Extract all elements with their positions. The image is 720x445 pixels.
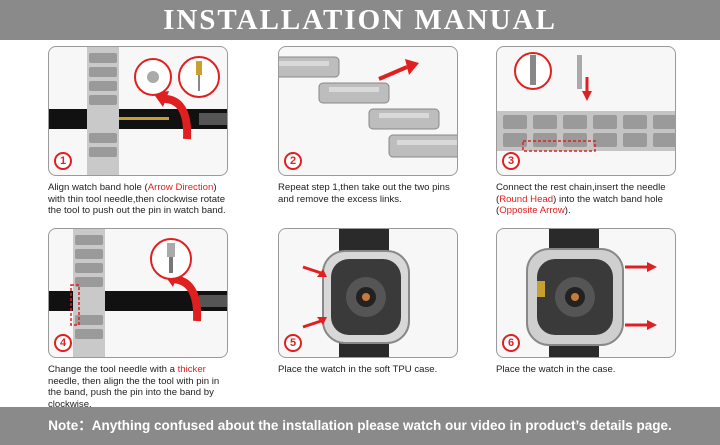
step-3-panel: 3 xyxy=(496,46,676,176)
step-1-number: 1 xyxy=(54,152,72,170)
excess-links-illustration xyxy=(279,56,457,158)
step-2-caption: Repeat step 1,then take out the two pins… xyxy=(278,182,450,205)
page-title: INSTALLATION MANUAL xyxy=(163,4,557,36)
step-6-number: 6 xyxy=(502,334,520,352)
step-4-caption: Change the tool needle with a thicker ne… xyxy=(48,364,220,410)
step-1-panel: 1 xyxy=(48,46,228,176)
footer-note: Note：Anything confused about the install… xyxy=(0,407,720,445)
step-5-panel: 5 xyxy=(278,228,458,358)
step-5-number: 5 xyxy=(284,334,302,352)
step-1-caption: Align watch band hole (Arrow Direction) … xyxy=(48,182,226,216)
step-6-panel: 6 xyxy=(496,228,676,358)
step-2-number: 2 xyxy=(284,152,302,170)
band-reconnect-illustration xyxy=(497,52,675,152)
step-3-caption: Connect the rest chain,insert the needle… xyxy=(496,182,666,216)
pin-insert-illustration xyxy=(49,229,227,357)
step-3-number: 3 xyxy=(502,152,520,170)
step-2-panel: 2 xyxy=(278,46,458,176)
step-4-number: 4 xyxy=(54,334,72,352)
band-pin-removal-illustration xyxy=(49,47,227,175)
metal-case-illustration xyxy=(526,229,657,357)
step-4-panel: 4 xyxy=(48,228,228,358)
tpu-case-illustration xyxy=(302,229,410,357)
step-6-caption: Place the watch in the case. xyxy=(496,364,616,375)
step-5-caption: Place the watch in the soft TPU case. xyxy=(278,364,438,375)
title-banner: INSTALLATION MANUAL xyxy=(0,0,720,40)
